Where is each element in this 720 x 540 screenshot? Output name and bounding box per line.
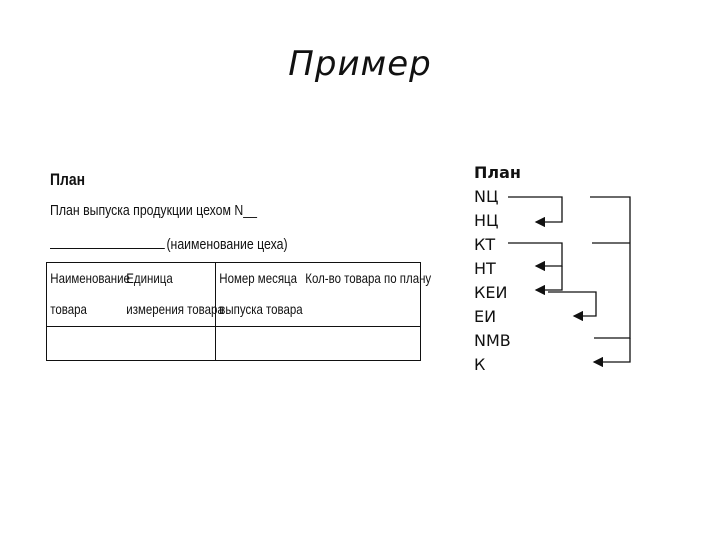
code-item: План bbox=[474, 163, 521, 182]
code-item: КТ bbox=[474, 235, 496, 254]
header-col3-line1: Номер месяца bbox=[219, 270, 298, 286]
header-col2-line1: Единица bbox=[126, 270, 173, 286]
table-row bbox=[46, 326, 421, 361]
workshop-blank-line bbox=[50, 248, 165, 249]
header-col1-line1: Наименование bbox=[50, 270, 130, 286]
arrow-kt-to-nt bbox=[508, 242, 563, 272]
plan-table: Наименование товара Единица измерения то… bbox=[46, 262, 432, 361]
code-item: NЦ bbox=[474, 187, 499, 206]
header-col2-line2: измерения товара bbox=[126, 301, 224, 317]
code-item: К bbox=[474, 355, 486, 374]
arrow-kei-to-ei bbox=[548, 291, 597, 322]
code-item: НТ bbox=[474, 259, 496, 278]
arrow-to-k bbox=[592, 338, 631, 368]
code-item: ЕИ bbox=[474, 307, 497, 326]
code-item: NМВ bbox=[474, 331, 511, 350]
table-header-row: Наименование товара Единица измерения то… bbox=[46, 262, 432, 327]
table-cell-empty bbox=[215, 326, 421, 361]
document-line-workshop: (наименование цеха) bbox=[50, 236, 288, 253]
arrow-nc-to-nmv bbox=[590, 196, 631, 339]
code-item: НЦ bbox=[474, 211, 499, 230]
header-col4-line1: Кол-во товара по плану bbox=[305, 270, 432, 286]
header-col3-line2: выпуска товара bbox=[219, 301, 303, 317]
arrow-nc-to-hc bbox=[508, 196, 563, 228]
table-header-cell-1-2: Наименование товара Единица измерения то… bbox=[46, 262, 224, 327]
workshop-name-caption: (наименование цеха) bbox=[166, 236, 288, 253]
table-header-cell-3-4: Номер месяца выпуска товара Кол-во товар… bbox=[215, 262, 432, 327]
table-cell-empty bbox=[46, 326, 216, 361]
slide-title: Пример bbox=[288, 44, 432, 84]
header-col1-line2: товара bbox=[50, 301, 87, 317]
document-heading: План bbox=[50, 170, 86, 189]
code-item: КЕИ bbox=[474, 283, 508, 302]
arrow-to-kei bbox=[534, 266, 563, 296]
document-line-plan: План выпуска продукции цехом N__ bbox=[50, 202, 257, 219]
